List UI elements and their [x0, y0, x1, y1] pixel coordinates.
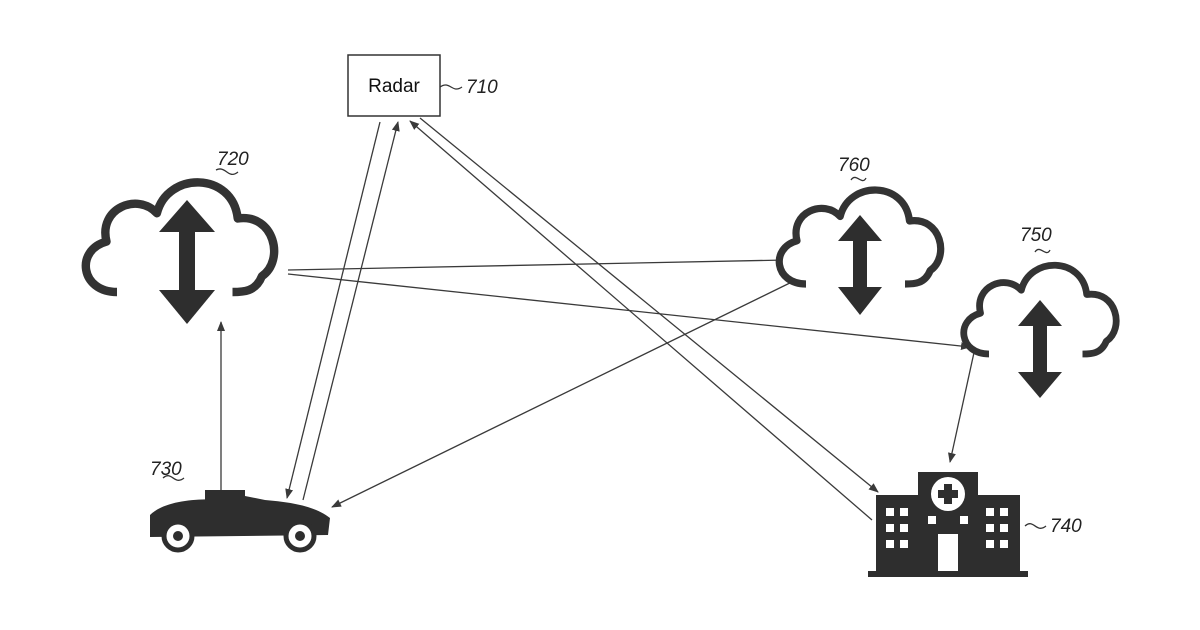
radar-label: Radar — [368, 76, 420, 97]
connector-vehicle-to-radar — [303, 122, 398, 500]
cloud-750-ref: 750 — [1020, 225, 1052, 246]
radar-node: Radar 710 — [348, 55, 498, 116]
connector-radar-to-vehicle — [287, 122, 380, 498]
radar-ref: 710 — [466, 77, 498, 98]
vehicle-730-node: 730 — [150, 459, 330, 550]
connector-radar-to-hospital — [420, 118, 878, 492]
connector-720-to-750 — [288, 274, 970, 347]
connector-hospital-to-radar — [410, 121, 872, 520]
hospital-740-ref: 740 — [1050, 516, 1082, 537]
cloud-750-node: 750 — [964, 225, 1116, 398]
hospital-icon — [868, 472, 1028, 577]
vehicle-730-ref: 730 — [150, 459, 182, 480]
connections — [221, 118, 975, 520]
connector-760-to-vehicle — [332, 278, 800, 507]
connector-750-to-hospital — [950, 348, 975, 462]
cloud-760-node: 760 — [779, 155, 940, 315]
cloud-720-ref: 720 — [217, 149, 249, 170]
cloud-720-node: 720 — [86, 149, 274, 324]
hospital-740-node: 740 — [868, 472, 1082, 577]
cloud-760-ref: 760 — [838, 155, 870, 176]
